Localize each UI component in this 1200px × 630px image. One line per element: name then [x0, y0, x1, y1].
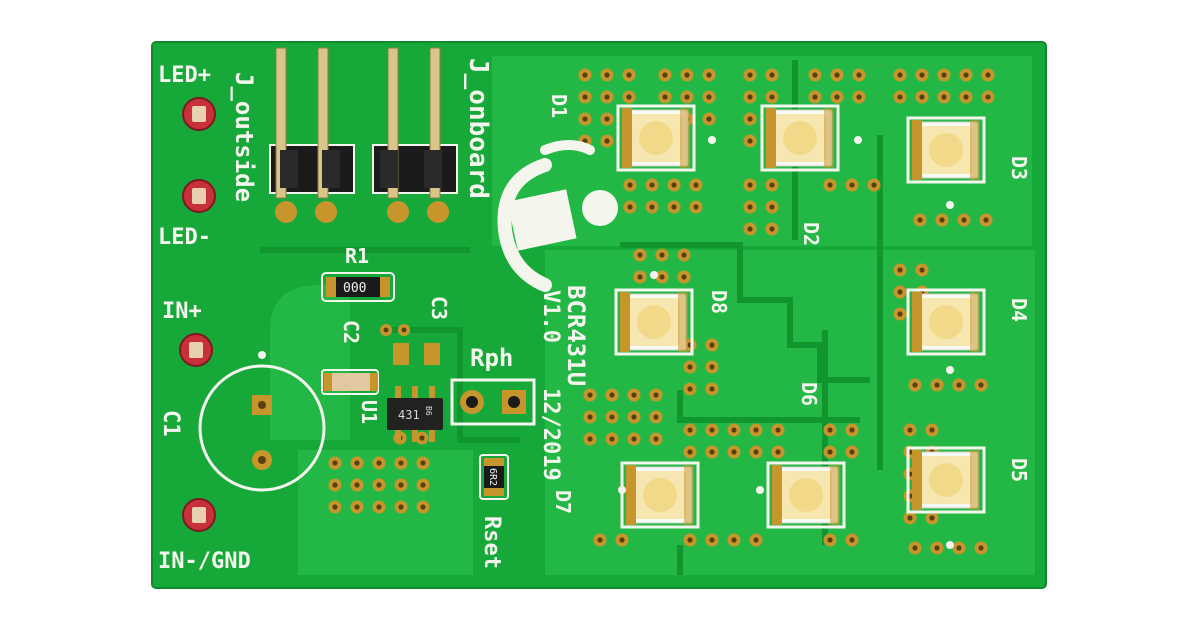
u1-sub: B6 — [424, 406, 433, 416]
smd-led-icon — [616, 104, 696, 172]
u1-code: 431 — [398, 408, 420, 422]
label-r1: R1 — [345, 244, 369, 268]
label-c2: C2 — [339, 320, 363, 344]
label-rset: Rset — [479, 516, 504, 569]
pin-header-icon — [269, 47, 355, 223]
test-terminal-icon — [182, 97, 216, 131]
label-d2: D2 — [799, 222, 823, 246]
label-led-minus: LED- — [158, 225, 211, 250]
rset-code: 6R2 — [487, 468, 498, 486]
smd-led-icon — [906, 446, 986, 514]
u1-chip — [387, 386, 443, 442]
label-d1: D1 — [547, 94, 571, 118]
label-in-gnd: IN-/GND — [158, 549, 251, 574]
smd-led-icon — [906, 116, 986, 184]
label-c1: C1 — [158, 410, 183, 437]
label-j-onboard: J_onboard — [463, 58, 493, 199]
label-j-outside: J_outside — [230, 72, 258, 202]
label-d8: D8 — [707, 290, 731, 314]
polarity-dots — [618, 136, 954, 549]
label-d5: D5 — [1007, 458, 1031, 482]
label-part-number: BCR431U — [562, 285, 590, 386]
label-d6: D6 — [797, 382, 821, 406]
label-d4: D4 — [1007, 298, 1031, 322]
test-terminal-icon — [179, 333, 213, 367]
label-in-plus: IN+ — [162, 299, 202, 324]
r1-code: 000 — [343, 281, 366, 296]
label-led-plus: LED+ — [158, 63, 211, 88]
test-terminal-icon — [182, 498, 216, 532]
pin-header-icon — [372, 47, 458, 223]
label-c3: C3 — [427, 296, 451, 320]
smd-led-icon — [906, 288, 986, 356]
smd-led-icon — [614, 288, 694, 356]
label-rph: Rph — [470, 344, 513, 372]
label-date: 12/2019 — [538, 388, 563, 481]
smd-led-icon — [620, 461, 700, 529]
smd-led-icon — [760, 104, 840, 172]
infineon-logo-icon — [497, 140, 618, 292]
label-version: V1.0 — [538, 290, 563, 343]
label-d3: D3 — [1007, 156, 1031, 180]
c1-outline — [198, 364, 326, 492]
test-terminal-icon — [182, 179, 216, 213]
smd-led-icon — [766, 461, 846, 529]
label-d7: D7 — [551, 490, 575, 514]
label-u1: U1 — [357, 400, 381, 424]
